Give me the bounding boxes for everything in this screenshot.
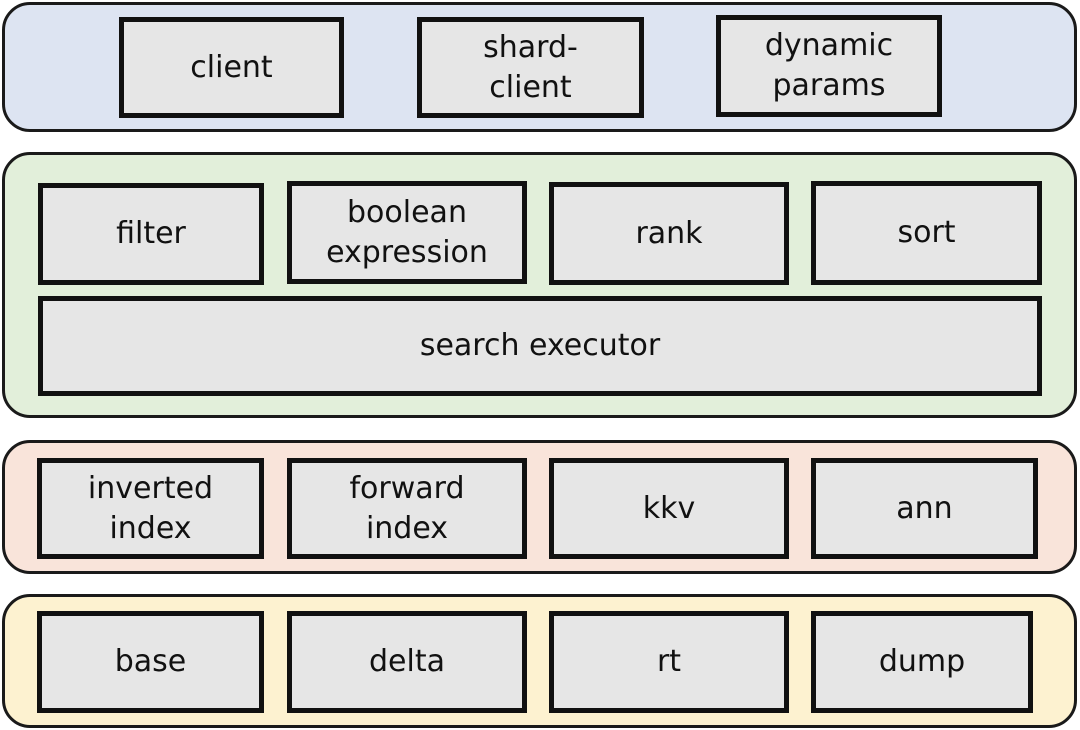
client-box: client bbox=[119, 17, 344, 118]
delta-box: delta bbox=[287, 611, 527, 713]
boolean-expression-box: boolean expression bbox=[287, 181, 527, 284]
shard-client-box: shard- client bbox=[417, 17, 644, 118]
dump-box: dump bbox=[811, 611, 1033, 713]
search-executor-box: search executor bbox=[38, 296, 1042, 396]
forward-index-box: forward index bbox=[287, 458, 527, 559]
rank-box: rank bbox=[549, 182, 789, 285]
base-box: base bbox=[37, 611, 264, 713]
dynamic-params-box: dynamic params bbox=[716, 15, 942, 117]
ann-box: ann bbox=[811, 458, 1038, 559]
filter-box: filter bbox=[38, 183, 264, 285]
rt-box: rt bbox=[549, 611, 789, 713]
kkv-box: kkv bbox=[549, 458, 789, 559]
inverted-index-box: inverted index bbox=[37, 458, 264, 559]
sort-box: sort bbox=[811, 181, 1042, 285]
